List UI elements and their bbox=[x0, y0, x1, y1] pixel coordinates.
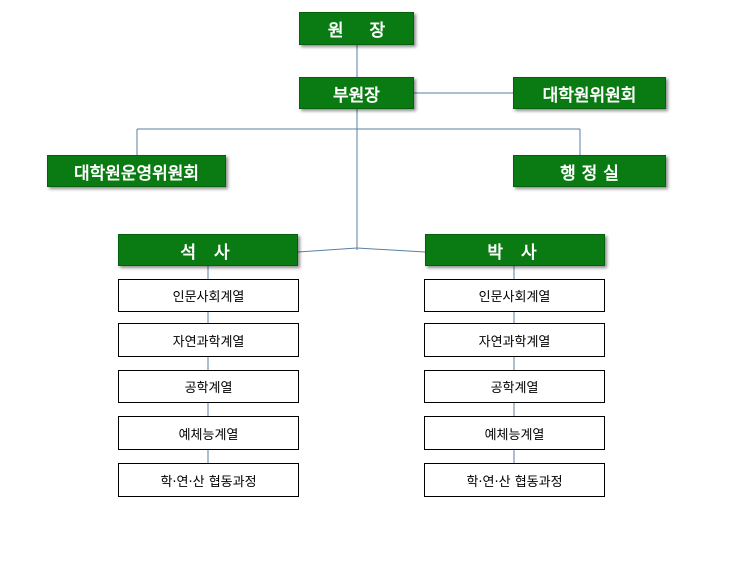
doctoral-field-humanities: 인문사회계열 bbox=[424, 279, 605, 312]
operations-committee-box: 대학원운영위원회 bbox=[47, 155, 226, 187]
doctoral-field-cooperative: 학·연·산 협동과정 bbox=[424, 463, 605, 497]
doctoral-box: 박 사 bbox=[425, 234, 605, 266]
vice-director-box: 부원장 bbox=[299, 77, 414, 109]
masters-field-natural-science: 자연과학계열 bbox=[118, 323, 299, 357]
doctoral-field-engineering: 공학계열 bbox=[424, 370, 605, 403]
director-box: 원 장 bbox=[299, 12, 414, 45]
admin-office-box: 행 정 실 bbox=[513, 155, 666, 187]
doctoral-field-arts-sports: 예체능계열 bbox=[424, 416, 605, 450]
line-to-masters bbox=[297, 247, 358, 253]
masters-field-cooperative: 학·연·산 협동과정 bbox=[118, 463, 299, 497]
masters-field-humanities: 인문사회계열 bbox=[118, 279, 299, 312]
masters-field-arts-sports: 예체능계열 bbox=[118, 416, 299, 450]
masters-box: 석 사 bbox=[118, 234, 298, 266]
line-to-doctoral bbox=[356, 247, 426, 253]
doctoral-field-natural-science: 자연과학계열 bbox=[424, 323, 605, 357]
graduate-committee-box: 대학원위원회 bbox=[513, 77, 666, 109]
masters-field-engineering: 공학계열 bbox=[118, 370, 299, 403]
